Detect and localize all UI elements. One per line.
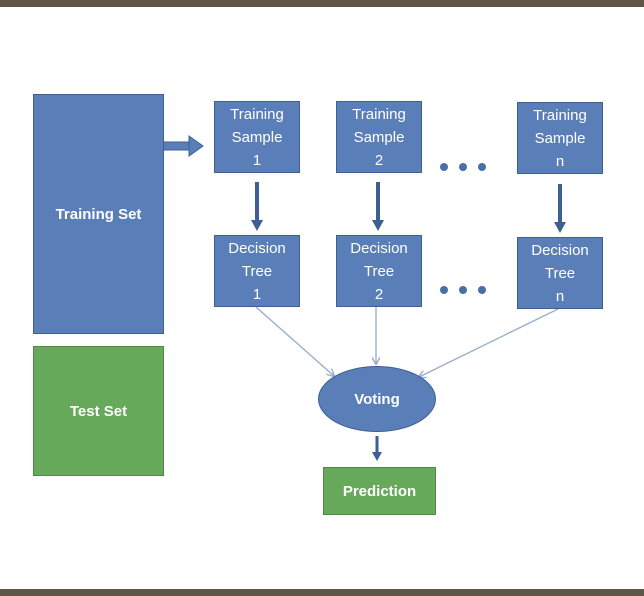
training-sample-n-label: Training Sample n: [533, 106, 587, 170]
training-set-label: Training Set: [55, 205, 142, 223]
tree-n-to-voting-connector: [419, 308, 559, 377]
sample-to-tree-arrow-1: [251, 182, 263, 231]
test-set-box: Test Set: [33, 346, 164, 476]
ellipsis-trees: [440, 286, 486, 294]
training-sample-1-label: Training Sample 1: [230, 105, 284, 169]
sample-to-tree-arrow-n: [554, 184, 566, 233]
decision-tree-1-box: Decision Tree 1: [214, 235, 300, 307]
ellipsis-samples: [440, 163, 486, 171]
decision-tree-n-box: Decision Tree n: [517, 237, 603, 309]
decision-tree-2-box: Decision Tree 2: [336, 235, 422, 307]
decision-tree-2-label: Decision Tree 2: [350, 239, 408, 303]
prediction-label: Prediction: [342, 482, 417, 500]
test-set-label: Test Set: [69, 402, 128, 420]
decision-tree-1-label: Decision Tree 1: [228, 239, 286, 303]
training-set-box: Training Set: [33, 94, 164, 334]
top-border-band: [0, 0, 644, 7]
decision-tree-n-label: Decision Tree n: [531, 241, 589, 305]
training-sample-2-label: Training Sample 2: [352, 105, 406, 169]
voting-label: Voting: [354, 390, 400, 408]
voting-node: Voting: [318, 366, 436, 432]
training-sample-2-box: Training Sample 2: [336, 101, 422, 173]
sample-to-tree-arrow-2: [372, 182, 384, 231]
tree-1-to-voting-connector: [255, 306, 334, 376]
voting-to-prediction-arrow: [372, 436, 382, 461]
training-sample-n-box: Training Sample n: [517, 102, 603, 174]
bottom-border-band: [0, 589, 644, 596]
prediction-box: Prediction: [323, 467, 436, 515]
training-sample-1-box: Training Sample 1: [214, 101, 300, 173]
